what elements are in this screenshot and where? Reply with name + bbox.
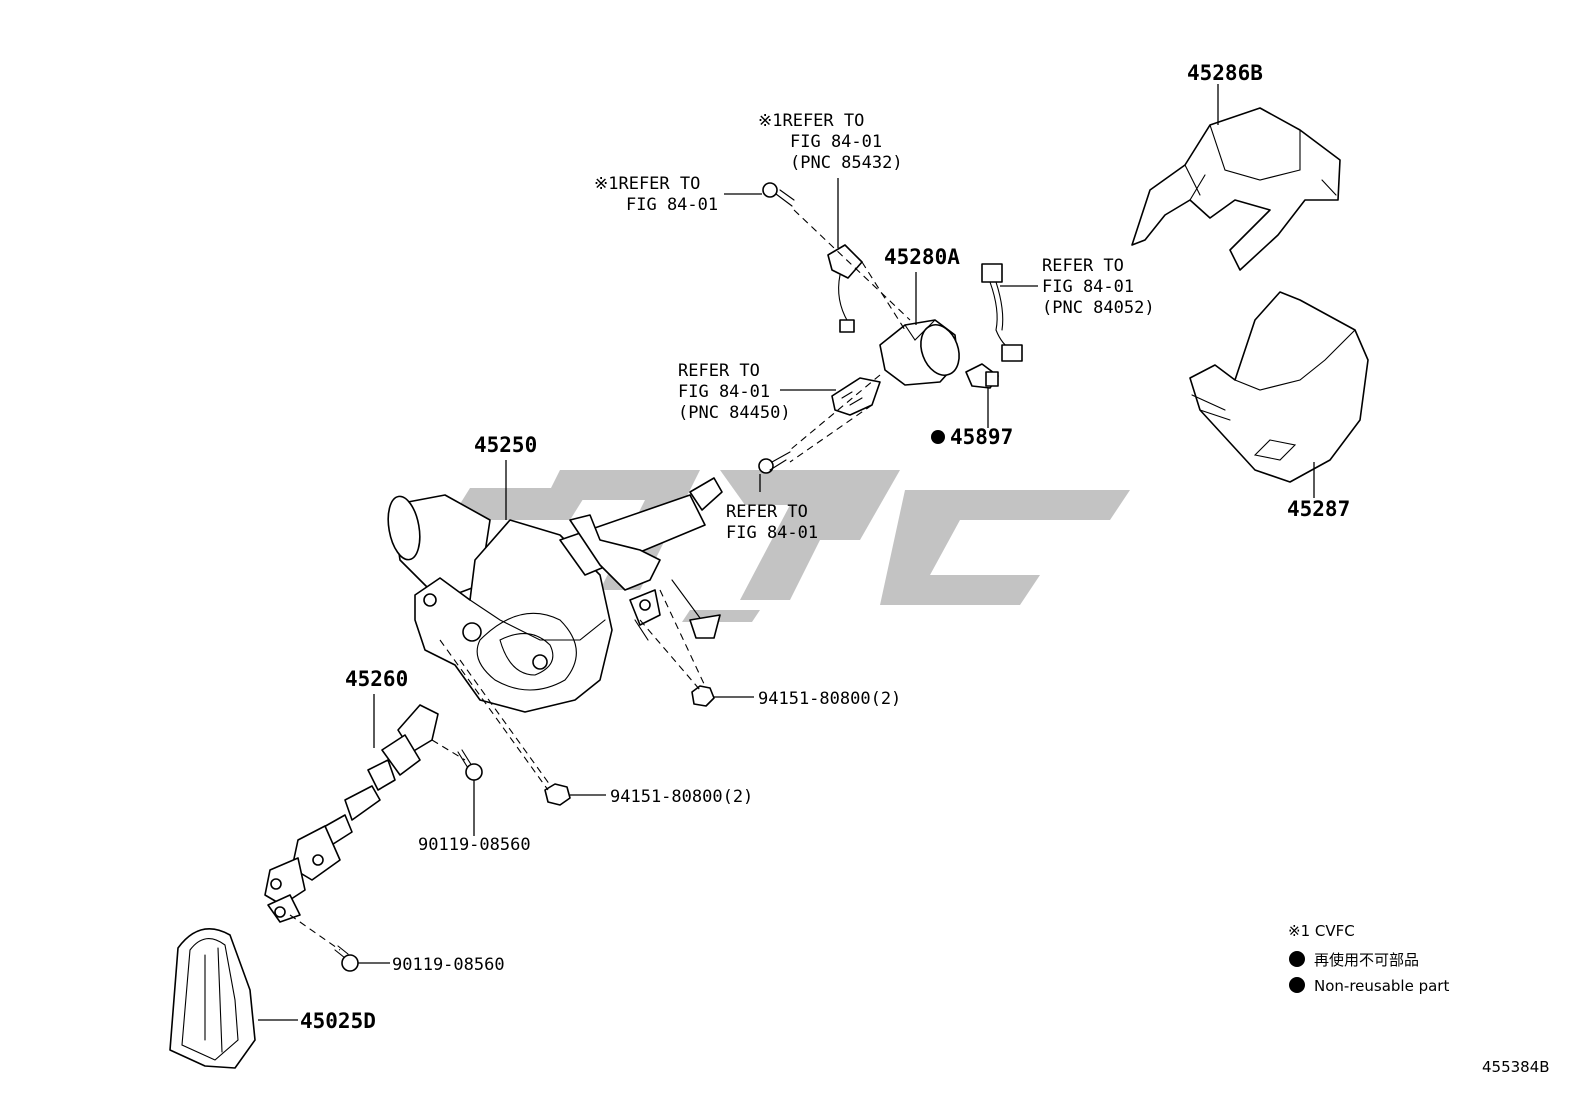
- label-94151-lower[interactable]: 94151-80800(2): [610, 787, 753, 807]
- label-45286b[interactable]: 45286B: [1187, 61, 1263, 85]
- ref-text: (PNC 85432): [790, 153, 903, 173]
- label-94151-upper[interactable]: 94151-80800(2): [758, 689, 901, 709]
- screw-mid[interactable]: [758, 451, 791, 474]
- steering-column-assembly-45250[interactable]: [384, 477, 723, 713]
- nut-94151-upper[interactable]: [691, 685, 715, 707]
- ref-text: (PNC 84052): [1042, 298, 1155, 318]
- ref-text: FIG 84-01: [678, 382, 770, 402]
- assembly-dashed-lines: [289, 209, 911, 951]
- ref-text: ※1REFER TO: [594, 174, 700, 194]
- ref-text: (PNC 84450): [678, 403, 791, 423]
- non-reusable-marker-icon: [931, 430, 945, 444]
- legend-non-reusable-jp: 再使用不可部品: [1314, 951, 1419, 969]
- reference-note-84052[interactable]: REFER TO FIG 84-01 (PNC 84052): [1042, 256, 1155, 318]
- legend-cvfc: ※1 CVFC: [1288, 922, 1355, 940]
- legend-dot-icon: [1289, 951, 1305, 967]
- leader-lines: [258, 84, 1315, 1021]
- label-45287[interactable]: 45287: [1287, 497, 1350, 521]
- reference-note-85432[interactable]: ※1REFER TO FIG 84-01 (PNC 85432): [758, 111, 903, 173]
- ref-text: REFER TO: [726, 502, 808, 522]
- switch-connector-85432[interactable]: [827, 244, 863, 333]
- label-45280a[interactable]: 45280A: [884, 245, 960, 269]
- key-cylinder-housing-45280a[interactable]: [879, 319, 966, 386]
- wire-harness-84052[interactable]: [981, 263, 1023, 362]
- upper-column-cover-45286b[interactable]: [1131, 107, 1341, 271]
- nut-94151-lower[interactable]: [544, 783, 571, 806]
- figure-id: 455384B: [1482, 1058, 1550, 1076]
- ref-text: ※1REFER TO: [758, 111, 864, 131]
- legend: ※1 CVFC 再使用不可部品 Non-reusable part: [1288, 922, 1449, 995]
- reference-note-84450[interactable]: REFER TO FIG 84-01 (PNC 84450): [678, 361, 791, 423]
- column-hole-cover-45025d[interactable]: [169, 928, 256, 1069]
- ref-text: FIG 84-01: [1042, 277, 1134, 297]
- legend-non-reusable-en: Non-reusable part: [1314, 977, 1449, 995]
- reference-note-column-screw[interactable]: REFER TO FIG 84-01: [726, 502, 818, 543]
- bolt-90119-upper[interactable]: [457, 749, 483, 781]
- label-90119-upper[interactable]: 90119-08560: [418, 835, 531, 855]
- label-45260[interactable]: 45260: [345, 667, 408, 691]
- label-45025d[interactable]: 45025D: [300, 1009, 376, 1033]
- label-90119-lower[interactable]: 90119-08560: [392, 955, 505, 975]
- bolt-90119-lower[interactable]: [334, 945, 359, 972]
- ref-text: FIG 84-01: [726, 523, 818, 543]
- legend-dot-icon: [1289, 977, 1305, 993]
- label-45897[interactable]: 45897: [950, 425, 1013, 449]
- lower-column-cover-45287[interactable]: [1189, 291, 1369, 483]
- screw-upper-left[interactable]: [762, 182, 795, 207]
- reference-note-screw[interactable]: ※1REFER TO FIG 84-01: [594, 174, 718, 215]
- ref-text: REFER TO: [1042, 256, 1124, 276]
- watermark-logo: [450, 470, 1130, 622]
- part-45897[interactable]: [965, 363, 999, 389]
- intermediate-shaft-45260[interactable]: [264, 704, 439, 923]
- ref-text: FIG 84-01: [790, 132, 882, 152]
- ref-text: REFER TO: [678, 361, 760, 381]
- ref-text: FIG 84-01: [626, 195, 718, 215]
- label-45250[interactable]: 45250: [474, 433, 537, 457]
